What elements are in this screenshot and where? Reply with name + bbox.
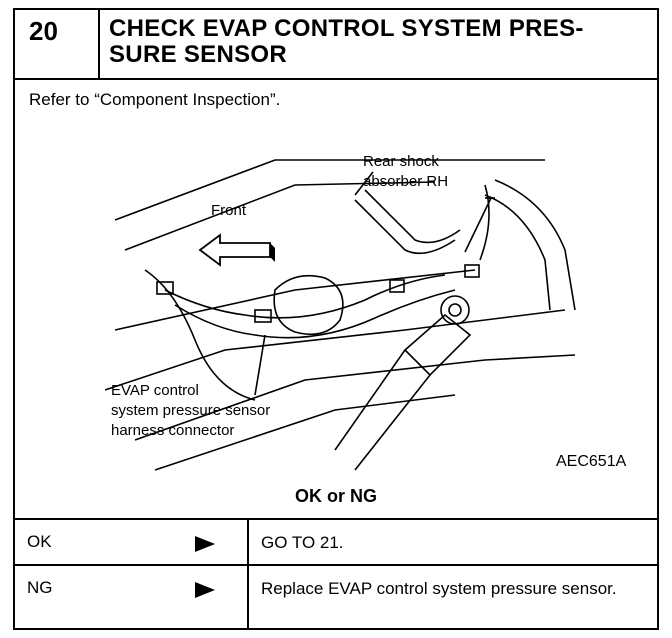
label-rear-shock: Rear shock bbox=[363, 153, 439, 170]
evap-sensor-diagram bbox=[105, 159, 576, 471]
label-front: Front bbox=[211, 202, 247, 219]
step-header: 20 CHECK EVAP CONTROL SYSTEM PRES-SURE S… bbox=[15, 10, 657, 80]
result-label: OK bbox=[27, 532, 52, 551]
label-absorber-rh: absorber RH bbox=[363, 173, 449, 190]
ok-or-ng-heading: OK or NG bbox=[294, 486, 377, 506]
right-triangle-icon bbox=[195, 582, 215, 598]
instruction-text: Refer to “Component Inspection”. bbox=[29, 90, 281, 109]
label-evap-control: EVAP control bbox=[111, 382, 199, 399]
step-title: CHECK EVAP CONTROL SYSTEM PRES-SURE SENS… bbox=[109, 15, 584, 68]
result-table: OK GO TO 21. NG Replace EVAP control sys… bbox=[15, 518, 657, 630]
result-label: NG bbox=[27, 578, 53, 597]
label-pressure-sensor: system pressure sensor bbox=[111, 402, 271, 419]
figure-code: AEC651A bbox=[556, 453, 627, 470]
step-number: 20 bbox=[15, 10, 100, 78]
result-row-ng: NG Replace EVAP control system pressure … bbox=[15, 566, 657, 630]
step-table: 20 CHECK EVAP CONTROL SYSTEM PRES-SURE S… bbox=[13, 8, 659, 630]
result-action: Replace EVAP control system pressure sen… bbox=[247, 566, 657, 630]
result-action: GO TO 21. bbox=[247, 520, 657, 564]
label-harness-connector: harness connector bbox=[111, 422, 235, 439]
right-triangle-icon bbox=[195, 536, 215, 552]
result-row-ok: OK GO TO 21. bbox=[15, 520, 657, 566]
